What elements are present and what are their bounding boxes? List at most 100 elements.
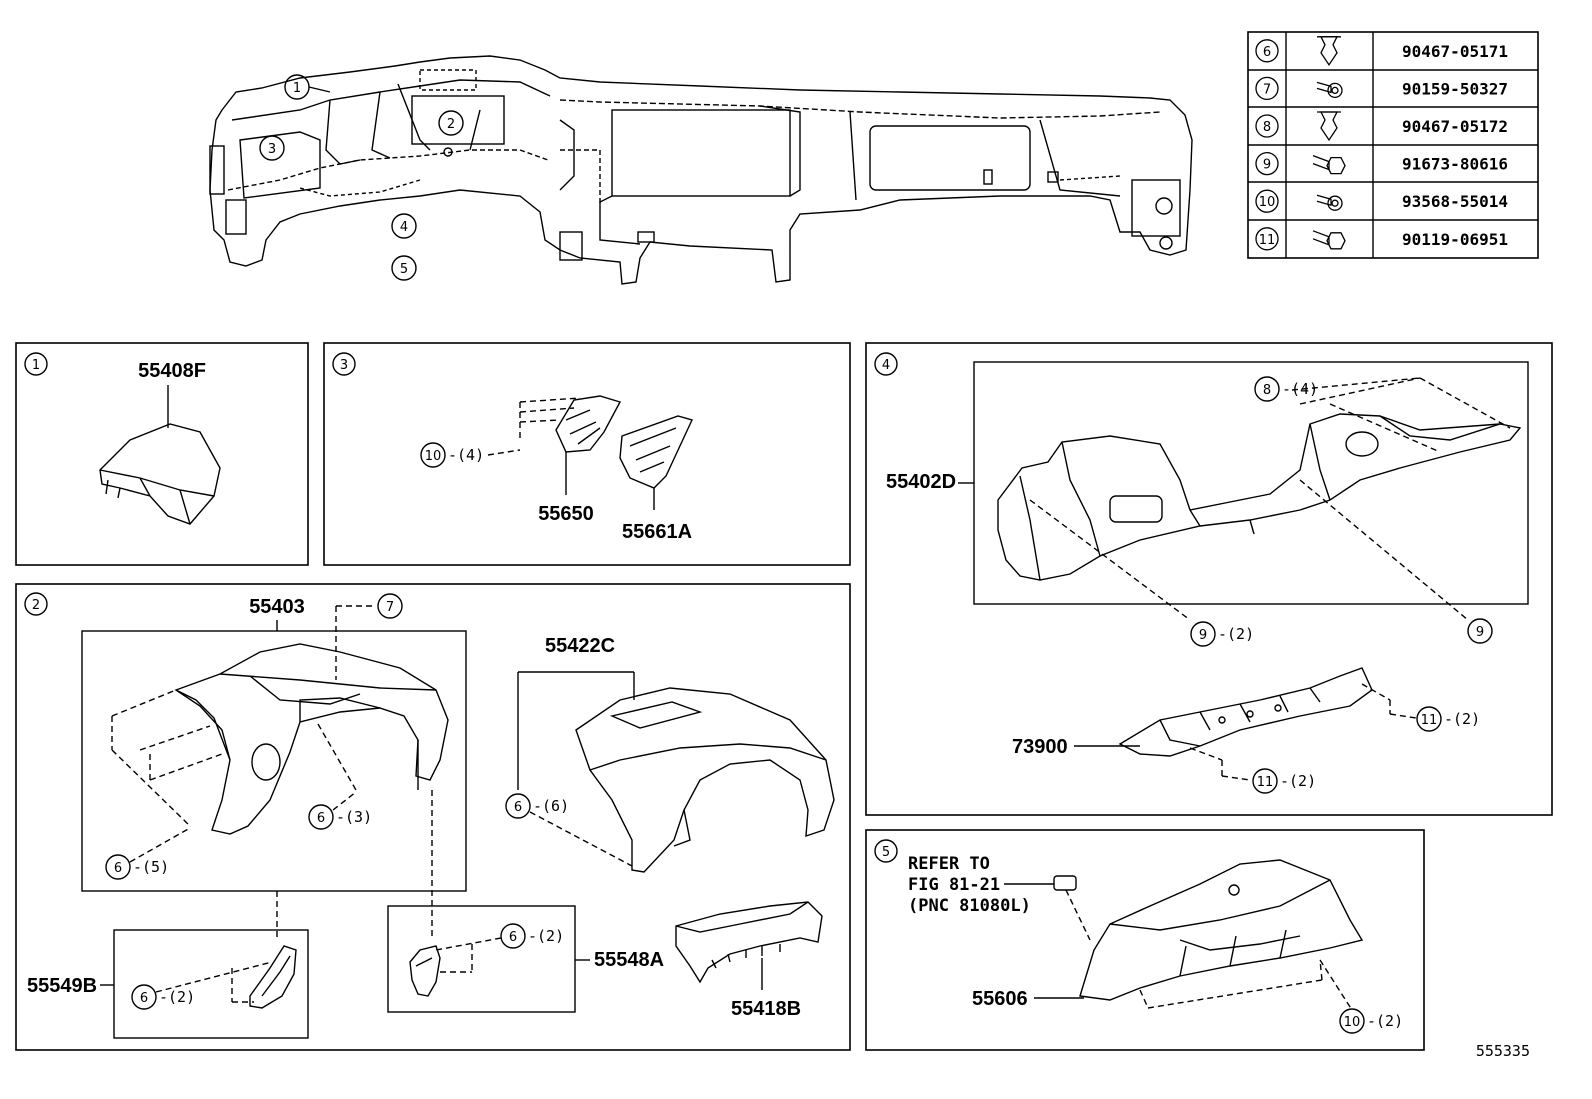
knee-pad-drawing [675,901,823,984]
panel-2-number: 2 [32,598,40,613]
overview-callout-5 [391,255,417,281]
part-number-55606: 55606 [972,988,1028,1010]
panel-2: 2 55403 7 6 -(3) 6 -( [15,583,851,1051]
fastener-part-number: 90159-50327 [1402,79,1508,98]
fastener-table-rows: 6 90467-05171 7 90159-50327 8 90467-05172 9 916… [1255,36,1508,251]
panel-1-number: 1 [32,358,40,373]
vent-grille-drawing [619,415,693,510]
panel-3: 3 10 -(4) 55650 55661A [323,342,851,566]
fastener-row: 9 91673-80616 [1255,151,1508,176]
panel-4-callout-9b: 9 [1476,625,1484,640]
panel-3-callout-10: 10 [425,449,442,464]
part-number-55548A: 55548A [594,949,664,971]
panel-4: 4 55402D 8 -(4) 9 -(2) 9 [865,342,1553,816]
panel-2-callout-6d: 6 [140,991,148,1006]
reference-line-1: REFER TO [908,854,990,874]
fastener-row: 6 90467-05171 [1255,36,1508,66]
fastener-part-number: 93568-55014 [1402,192,1508,211]
cluster-cover-drawing [575,687,835,873]
fastener-part-number: 90467-05171 [1402,42,1508,61]
overview-callout-3 [259,135,285,161]
panel-3-number: 3 [340,358,348,373]
part-number-55422C: 55422C [545,635,615,657]
figure-number: 555335 [1476,1042,1530,1060]
panel-4-callout-11b: 11 [1257,775,1274,790]
overview-callout-4 [391,213,417,239]
fastener-ref: 6 [1263,45,1271,60]
connector-icon [1053,875,1077,891]
trim-cap-drawing [99,423,221,525]
panel-2-callout-6e: 6 [509,930,517,945]
panel-4-callout-8: 8 [1263,383,1271,398]
overview-callout-1-label: 1 [293,81,301,96]
clip-icon [1317,111,1341,142]
panel-5-number: 5 [882,845,890,860]
reinforcement-brace-drawing [1118,667,1373,757]
fastener-ref: 8 [1263,120,1271,135]
right-switch-bezel-drawing [409,945,441,997]
overview-callout-3-label: 3 [268,142,276,157]
panel-4-callout-9a: 9 [1199,628,1207,643]
panel-5-callout-10: 10 [1344,1015,1361,1030]
lower-cover-drawing [1079,859,1364,1001]
vent-duct-drawing [519,395,622,495]
fastener-ref-circle [1255,189,1279,213]
bolt-icon [1312,230,1346,250]
fastener-ref-circle [1255,151,1279,176]
panel-4-number: 4 [882,358,890,373]
part-number-55418B: 55418B [731,998,801,1020]
panel-2-callout-6c: 6 [514,800,522,815]
bolt-icon [1312,154,1346,175]
overview-callouts: 1 2 3 4 5 [259,74,464,281]
panel-4-callout-11a: 11 [1421,713,1438,728]
fastener-table [1247,31,1539,259]
part-number-55650: 55650 [538,503,594,525]
fastener-row: 7 90159-50327 [1255,76,1508,101]
fastener-ref: 11 [1259,233,1276,248]
instrument-panel-drawing [997,413,1522,581]
panel-2-qty-6-6: -(6) [533,797,569,815]
clip-icon [1317,36,1341,66]
panel-2-qty-6-2a: -(2) [159,988,195,1006]
reference-line-2: FIG 81-21 [908,875,1000,895]
panel-3-qty-10: -(4) [448,446,484,464]
part-number-55408F: 55408F [138,360,206,382]
screw-icon [1316,194,1343,211]
panel-2-callout-6a: 6 [317,811,325,826]
panel-5: 5 REFER TO FIG 81-21 (PNC 81080L) 55606 … [865,829,1425,1051]
part-number-55549B: 55549B [27,975,97,997]
part-number-55661A: 55661A [622,521,692,543]
part-number-55403: 55403 [249,596,305,618]
panel-2-qty-6-2b: -(2) [528,927,564,945]
reference-line-3: (PNC 81080L) [908,896,1031,916]
left-switch-bezel-drawing [249,945,297,1009]
cluster-housing-drawing [111,643,449,835]
panel-2-callout-7: 7 [386,600,394,615]
fastener-ref: 9 [1263,158,1271,173]
fastener-part-number: 91673-80616 [1402,155,1508,174]
panel-5-qty-10: -(2) [1367,1012,1403,1030]
overview-callout-5-label: 5 [400,262,408,277]
overview-reinforcement-drawing [209,55,1193,285]
panel-4-qty-11a: -(2) [1444,710,1480,728]
panel-4-qty-8: -(4) [1282,380,1318,398]
part-number-73900: 73900 [1012,736,1068,758]
overview-callout-2-label: 2 [447,117,455,132]
panel-2-qty-6-3: -(3) [336,808,372,826]
fastener-row: 11 90119-06951 [1255,227,1508,251]
panel-4-qty-11b: -(2) [1280,772,1316,790]
panel-1: 1 55408F [15,342,309,566]
panel-2-callout-6b: 6 [114,861,122,876]
fastener-ref-circle [1255,39,1279,63]
fastener-ref: 7 [1263,82,1271,97]
fastener-ref-circle [1255,227,1279,251]
panel-4-qty-9: -(2) [1218,625,1254,643]
panel-2-qty-6-5: -(5) [133,858,169,876]
fastener-row: 8 90467-05172 [1255,111,1508,142]
fastener-part-number: 90119-06951 [1402,230,1508,249]
overview-callout-4-label: 4 [400,220,408,235]
screw-icon [1316,81,1343,99]
fastener-ref-circle [1255,114,1279,138]
fastener-part-number: 90467-05172 [1402,117,1508,136]
